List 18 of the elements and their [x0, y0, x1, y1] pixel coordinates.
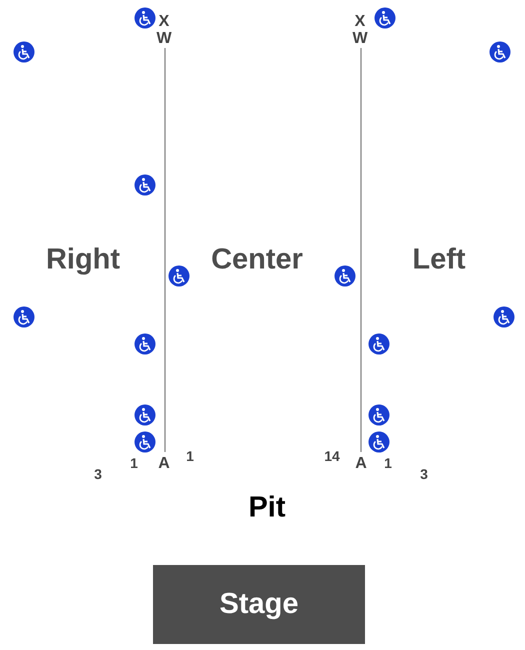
- seat-label: 14: [324, 449, 340, 463]
- seat-label: 1: [186, 449, 194, 463]
- stage-block: [153, 565, 365, 644]
- stage-label: Stage: [220, 588, 298, 621]
- seat-label: X: [354, 14, 366, 30]
- seat-label: A: [158, 456, 170, 472]
- seat-label: 1: [384, 456, 392, 470]
- seat-label: W: [156, 31, 172, 47]
- seat-label: A: [355, 456, 367, 472]
- seat-label: 1: [130, 456, 138, 470]
- seat-label: W: [352, 31, 368, 47]
- section-label: Left: [412, 246, 466, 274]
- section-label: Center: [211, 246, 303, 274]
- section-label: Pit: [248, 494, 286, 522]
- section-label: Right: [46, 246, 120, 274]
- seat-label: 3: [94, 467, 102, 481]
- seat-label: X: [158, 14, 170, 30]
- seat-label: 3: [420, 467, 428, 481]
